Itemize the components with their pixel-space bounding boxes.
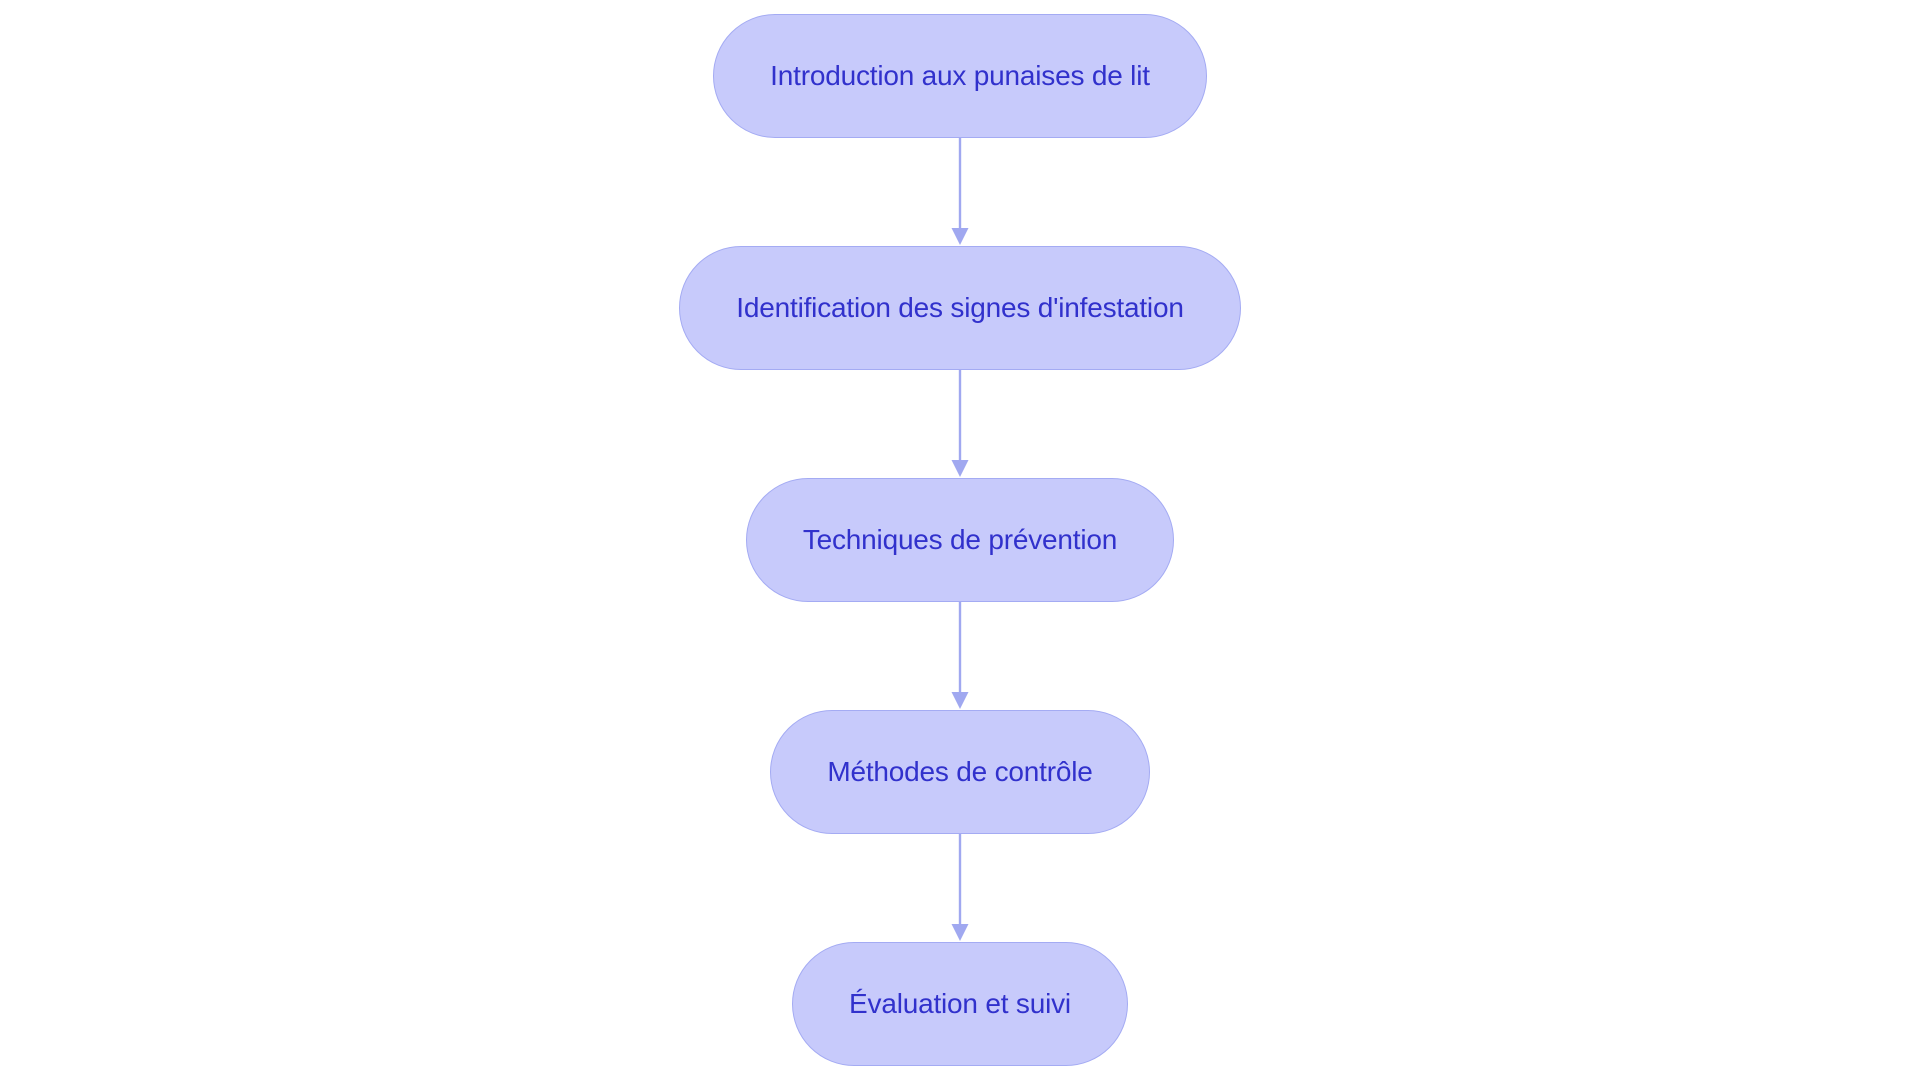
flow-node-controle[interactable]: Méthodes de contrôle (770, 710, 1150, 834)
flow-edge-1 (948, 138, 972, 246)
flow-node-evaluation[interactable]: Évaluation et suivi (792, 942, 1128, 1066)
flow-edge-2 (948, 370, 972, 478)
flow-node-label: Méthodes de contrôle (827, 756, 1093, 787)
flow-edge-3 (948, 602, 972, 710)
arrowhead-icon (951, 228, 969, 245)
arrowhead-icon (951, 692, 969, 709)
flow-node-label: Identification des signes d'infestation (736, 292, 1184, 323)
flow-node-label: Évaluation et suivi (849, 988, 1071, 1019)
arrowhead-icon (951, 924, 969, 941)
flow-node-label: Techniques de prévention (802, 524, 1118, 555)
flow-node-label: Introduction aux punaises de lit (770, 60, 1150, 91)
arrowhead-icon (951, 460, 969, 477)
flow-node-introduction[interactable]: Introduction aux punaises de lit (713, 14, 1207, 138)
flow-edge-4 (948, 834, 972, 942)
flow-node-prevention[interactable]: Techniques de prévention (745, 478, 1175, 602)
flow-node-identification[interactable]: Identification des signes d'infestation (679, 246, 1241, 370)
